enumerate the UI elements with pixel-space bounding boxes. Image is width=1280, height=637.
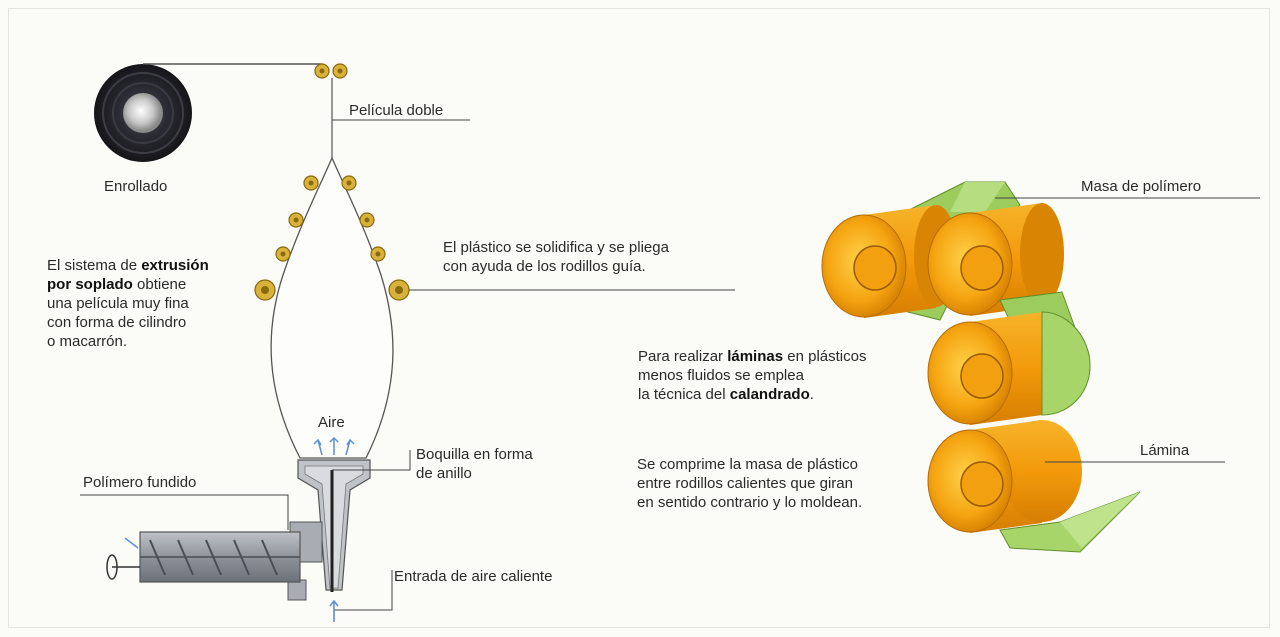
hot-air-arrow-icon <box>329 599 339 622</box>
label-polimero-fundido: Polímero fundido <box>83 474 197 491</box>
label-aire: Aire <box>318 414 345 431</box>
nip-rollers-icon <box>314 63 348 79</box>
guide-rollers-icon <box>254 175 410 301</box>
label-enrollado: Enrollado <box>104 178 168 195</box>
text-solidifica: El plástico se solidifica y se pliega co… <box>443 239 669 275</box>
leader-line <box>334 570 393 611</box>
label-masa-polimero: Masa de polímero <box>1081 178 1202 195</box>
text-comprime: Se comprime la masa de plástico entre ro… <box>637 456 863 511</box>
roll-icon <box>94 64 192 162</box>
figure-frame <box>8 8 1270 628</box>
label-pelicula-doble: Película doble <box>349 102 444 119</box>
calender-rollers <box>821 181 1141 553</box>
air-arrows-icon <box>313 436 355 456</box>
label-entrada-aire: Entrada de aire caliente <box>394 568 553 585</box>
text-calandrado: Para realizar láminas en plásticos menos… <box>638 348 867 403</box>
film-bubble <box>270 156 394 459</box>
leader-line <box>332 450 411 471</box>
label-boquilla: Boquilla en forma de anillo <box>416 446 533 482</box>
extruder-screw <box>106 531 301 583</box>
label-lamina: Lámina <box>1140 442 1190 459</box>
leader-line <box>80 494 289 530</box>
text-sistema-extrusion: El sistema de extrusión por soplado obti… <box>47 257 209 350</box>
